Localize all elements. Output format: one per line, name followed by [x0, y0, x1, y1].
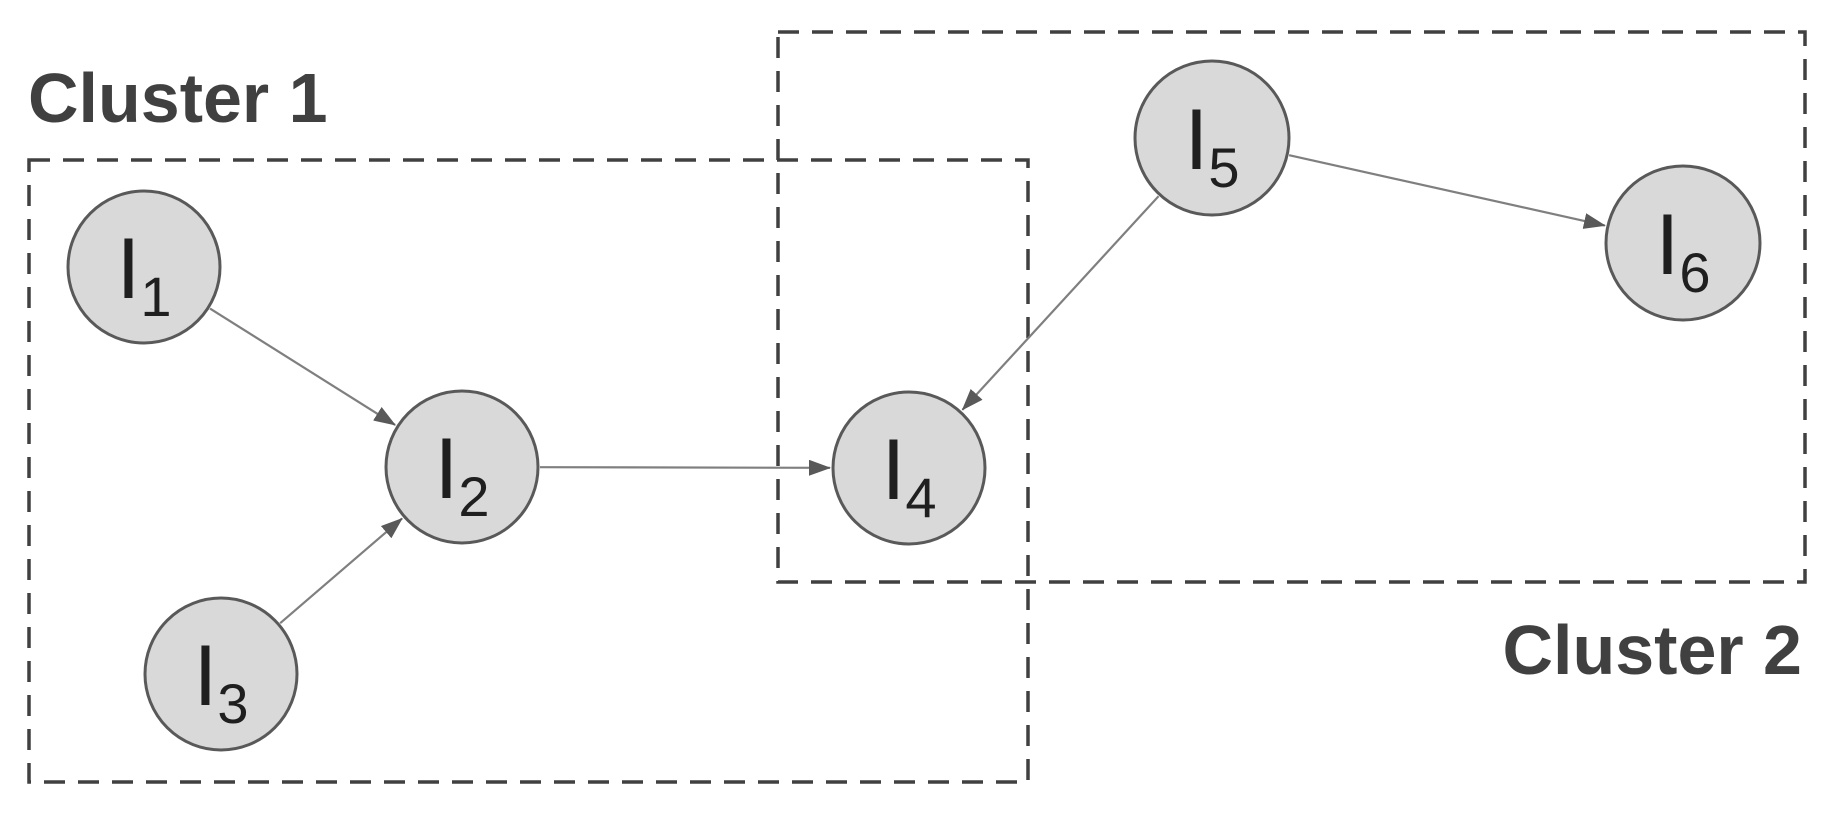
node-I2: I2 [384, 389, 540, 545]
node-I1-label: I1 [116, 221, 171, 328]
node-I4-circle [831, 390, 987, 546]
node-I1: I1 [66, 189, 222, 345]
node-I5: I5 [1133, 59, 1291, 217]
node-I1-circle [66, 189, 222, 345]
node-I3: I3 [143, 596, 299, 752]
cluster2-box [776, 30, 1807, 584]
node-I2-label: I2 [434, 421, 489, 528]
node-I4-label: I4 [881, 422, 936, 529]
node-I2-circle [384, 389, 540, 545]
node-I3-circle [143, 596, 299, 752]
cluster1-box [27, 158, 1030, 784]
edge-I5-I6-arrow [1288, 154, 1606, 229]
cluster1-label: Cluster 1 [28, 59, 328, 137]
node-I5-circle [1133, 59, 1291, 217]
node-I3-label: I3 [193, 628, 248, 735]
node-I6-label: I6 [1655, 197, 1710, 304]
edge-I3-I2-arrow [279, 517, 403, 625]
cluster2-label: Cluster 2 [1502, 611, 1802, 689]
node-I6: I6 [1604, 164, 1762, 322]
edge-I1-I2-arrow [209, 307, 396, 426]
node-I4: I4 [831, 390, 987, 546]
node-I6-circle [1604, 164, 1762, 322]
node-I5-label: I5 [1184, 92, 1239, 199]
edge-I5-I4-arrow [961, 195, 1160, 411]
edge-I2-I4-arrow [539, 459, 832, 476]
